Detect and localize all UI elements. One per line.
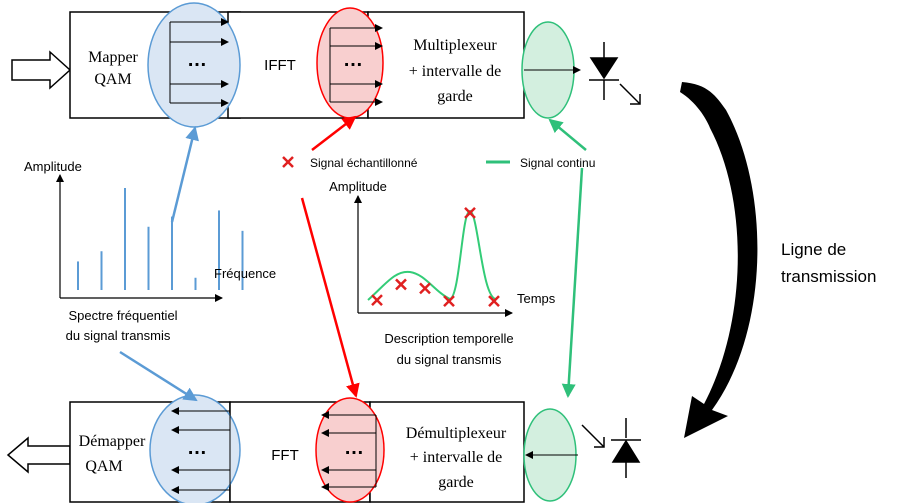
- fft-label: FFT: [271, 447, 299, 464]
- connector-arrows: [119, 115, 587, 402]
- multiplexeur-block: [367, 11, 525, 119]
- rx-red-ellipsis: …: [344, 437, 364, 459]
- legend-continuous-label: Signal continu: [520, 156, 595, 170]
- demapper-label-line2: QAM: [85, 458, 122, 475]
- rx-sample-ellipse-red: [315, 397, 385, 503]
- led-emitter-icon: [589, 42, 641, 105]
- legend-to-tx-red-arrow: [311, 115, 357, 151]
- temporal-sample-cross: [464, 207, 476, 219]
- rx-blue-parallel-arrows: [171, 407, 230, 494]
- rx-blue-ellipsis: …: [187, 437, 207, 459]
- receiver-chain: Démapper QAM FFT Démultiplexeur + interv…: [6, 394, 641, 503]
- transmission-curved-arrow: [680, 82, 758, 438]
- temporal-sample-cross: [395, 278, 407, 291]
- transmitter-chain: Mapper QAM IFFT Multiplexeur + intervall…: [11, 2, 641, 128]
- mux-label-line1: Multiplexeur: [413, 37, 497, 54]
- legend-sampled-label: Signal échantillonné: [310, 156, 418, 170]
- mux-label-line3: garde: [437, 88, 473, 105]
- demux-label-line1: Démultiplexeur: [406, 425, 507, 442]
- ifft-label: IFFT: [264, 57, 296, 74]
- temporal-plot: Amplitude Temps Description temporelle d…: [329, 179, 556, 367]
- spectrum-x-label: Fréquence: [214, 266, 276, 281]
- demapper-label-line1: Démapper: [79, 433, 146, 450]
- spectrum-to-demapper-arrow: [119, 350, 198, 402]
- mapper-label-line1: Mapper: [88, 49, 138, 66]
- spectrum-bars: [77, 188, 244, 290]
- spectrum-plot: Amplitude Fréquence Spectre fréquentiel …: [24, 159, 276, 343]
- input-arrow: [11, 50, 72, 90]
- legend-to-rx-red-arrow: [300, 197, 360, 398]
- temporal-samples: [371, 207, 500, 307]
- tx-red-parallel-arrows: [330, 24, 383, 106]
- tx-blue-ellipsis: …: [187, 49, 207, 71]
- legend-to-rx-green-arrow: [561, 167, 584, 398]
- spectrum-y-label: Amplitude: [24, 159, 82, 174]
- legend: Signal échantillonné Signal continu: [282, 156, 595, 170]
- transmission-label-line1: Ligne de: [781, 240, 846, 259]
- temporal-x-label: Temps: [517, 291, 556, 306]
- mux-label-line2: + intervalle de: [409, 63, 502, 80]
- temporal-continuous-curve: [367, 209, 497, 301]
- tx-blue-parallel-arrows: [170, 18, 229, 107]
- temporal-sample-cross: [443, 295, 455, 307]
- temporal-sample-cross: [371, 294, 383, 307]
- temporal-y-label: Amplitude: [329, 179, 387, 194]
- demultiplexeur-block: [369, 401, 525, 503]
- temporal-caption-line1: Description temporelle: [384, 331, 513, 346]
- spectrum-caption-line2: du signal transmis: [66, 328, 171, 343]
- transmission-line: Ligne de transmission: [680, 82, 876, 438]
- legend-to-tx-green-arrow: [548, 118, 587, 151]
- rx-red-parallel-arrows: [321, 411, 376, 491]
- output-arrow: [6, 436, 71, 474]
- spectrum-caption-line1: Spectre fréquentiel: [68, 308, 177, 323]
- tx-red-ellipsis: …: [343, 49, 363, 71]
- transmission-label-line2: transmission: [781, 267, 876, 286]
- temporal-caption-line2: du signal transmis: [397, 352, 502, 367]
- temporal-sample-cross: [488, 295, 500, 307]
- photodiode-receiver-icon: [581, 418, 641, 478]
- demux-label-line3: garde: [438, 474, 474, 491]
- spectrum-to-mapper-arrow: [170, 126, 199, 223]
- demux-label-line2: + intervalle de: [410, 449, 503, 466]
- temporal-sample-cross: [419, 282, 431, 295]
- mapper-label-line2: QAM: [94, 71, 131, 88]
- legend-cross-icon: [282, 156, 294, 168]
